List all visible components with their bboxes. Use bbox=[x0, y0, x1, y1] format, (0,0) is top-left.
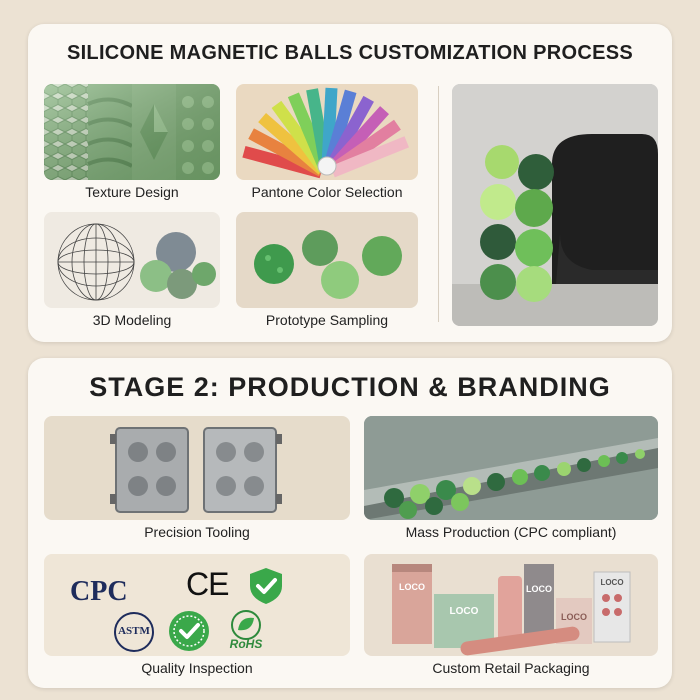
astm-seal: ASTM bbox=[114, 612, 154, 652]
packaging-brand-box2: LOCO bbox=[449, 606, 479, 617]
mass-production-card: Mass Production (CPC compliant) bbox=[364, 416, 658, 546]
prototype-sampling-label: Prototype Sampling bbox=[265, 312, 389, 328]
quality-inspection-image: CPC CE ASTM bbox=[44, 554, 350, 656]
stage1-title: SILICONE MAGNETIC BALLS CUSTOMIZATION PR… bbox=[66, 42, 634, 64]
magnetic-balls-showcase bbox=[452, 84, 658, 326]
mass-production-label: Mass Production (CPC compliant) bbox=[405, 524, 617, 540]
rohs-mark: RoHS bbox=[229, 637, 263, 651]
quality-inspection-card: CPC CE ASTM bbox=[44, 554, 350, 682]
3d-modeling-card: 3D Modeling bbox=[44, 212, 220, 332]
pantone-color-label: Pantone Color Selection bbox=[251, 184, 403, 200]
stage1-panel: SILICONE MAGNETIC BALLS CUSTOMIZATION PR… bbox=[28, 24, 672, 342]
custom-packaging-card: LOCO LOCO LOCO LOCO LOCO Custom Retail P… bbox=[364, 554, 658, 682]
stage2-panel: STAGE 2: PRODUCTION & BRANDING Precision… bbox=[28, 358, 672, 688]
pantone-fan-image bbox=[236, 84, 418, 180]
cpc-mark: CPC bbox=[70, 576, 128, 607]
astm-mark: ASTM bbox=[118, 625, 150, 637]
stage1-divider bbox=[438, 86, 439, 322]
packaging-brand-box3: LOCO bbox=[526, 584, 552, 594]
prototype-sampling-image bbox=[236, 212, 418, 308]
shield-check-icon bbox=[248, 566, 284, 606]
precision-tooling-label: Precision Tooling bbox=[144, 524, 250, 540]
texture-design-card: Texture Design bbox=[44, 84, 220, 204]
quality-inspection-label: Quality Inspection bbox=[141, 660, 253, 676]
pantone-color-card: Pantone Color Selection bbox=[236, 84, 418, 204]
balls-and-case-image bbox=[452, 84, 658, 326]
packaging-brand-blister: LOCO bbox=[600, 578, 624, 587]
texture-design-image bbox=[44, 84, 220, 180]
precision-tooling-image bbox=[44, 416, 350, 520]
3d-modeling-image bbox=[44, 212, 220, 308]
precision-tooling-card: Precision Tooling bbox=[44, 416, 350, 546]
rohs-leaf-icon bbox=[231, 610, 261, 640]
prototype-sampling-card: Prototype Sampling bbox=[236, 212, 418, 332]
packaging-brand-box4: LOCO bbox=[561, 612, 587, 622]
custom-packaging-image: LOCO LOCO LOCO LOCO LOCO bbox=[364, 554, 658, 656]
check-seal-icon bbox=[168, 610, 210, 652]
rohs-badge: RoHS bbox=[224, 610, 268, 652]
packaging-brand-box1: LOCO bbox=[399, 582, 425, 592]
custom-packaging-label: Custom Retail Packaging bbox=[432, 660, 590, 676]
stage2-title: STAGE 2: PRODUCTION & BRANDING bbox=[89, 372, 611, 402]
mass-production-image bbox=[364, 416, 658, 520]
texture-design-label: Texture Design bbox=[85, 184, 179, 200]
ce-mark: CE bbox=[186, 566, 229, 602]
3d-modeling-label: 3D Modeling bbox=[92, 312, 172, 328]
